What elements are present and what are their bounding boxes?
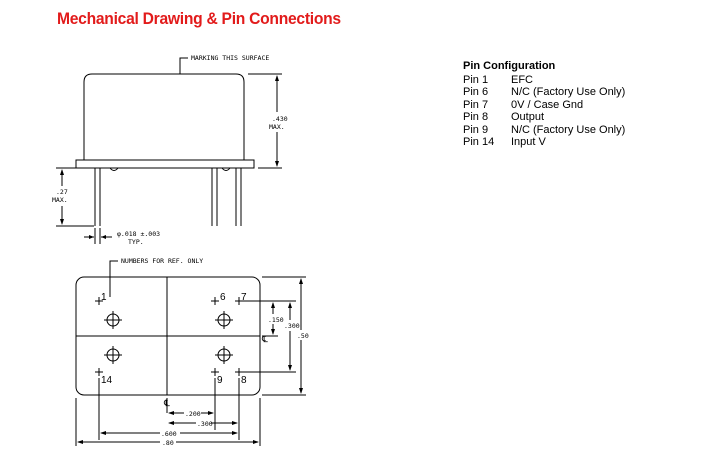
dim-50: .50 (297, 332, 309, 340)
dim-300-horizontal: .300 (197, 420, 213, 428)
ref-label: NUMBERS FOR REF. ONLY (121, 257, 203, 265)
pin-function: 0V / Case Gnd (511, 98, 584, 111)
pin-cross (95, 297, 103, 305)
pin-function: N/C (Factory Use Only) (511, 86, 626, 98)
centerline-symbol-bottom: ℄ (163, 398, 170, 408)
pin-cross (235, 297, 243, 305)
marking-label: MARKING THIS SURFACE (191, 54, 269, 62)
pin-name: Pin 1 (463, 73, 489, 86)
dim-200: .200 (185, 410, 201, 418)
pin-label-7: 7 (241, 292, 247, 303)
pin-diameter-suffix: TYP. (128, 238, 144, 246)
pin-diameter-value: φ.018 ±.003 (117, 230, 160, 238)
flange (75, 159, 255, 169)
dim-80: .80 (162, 439, 174, 447)
arrowhead (232, 431, 238, 435)
pin-cross (211, 368, 219, 376)
pin-cross (211, 297, 219, 305)
pin-row: Pin 8 Output (463, 111, 625, 124)
arrowhead (299, 278, 303, 284)
arrowhead (168, 411, 174, 415)
pin-label-9: 9 (217, 375, 223, 386)
pin-function: EFC (511, 73, 533, 86)
side-view (56, 57, 282, 244)
pin-row: Pin 7 0V / Case Gnd (463, 99, 625, 112)
arrowhead (77, 440, 83, 444)
lead-value: .27 (56, 188, 68, 196)
arrowhead (208, 411, 214, 415)
arrowhead (101, 235, 106, 239)
target-mark (215, 346, 233, 364)
height-value: .430 (272, 115, 288, 123)
arrowhead (100, 431, 106, 435)
target-mark (104, 346, 122, 364)
arrowhead (288, 365, 292, 371)
dim-150: .150 (268, 316, 284, 324)
arrowhead (299, 388, 303, 394)
pin-row: Pin 14 Input V (463, 136, 625, 149)
height-suffix: MAX. (269, 123, 285, 131)
centerline-symbol-right: ℄ (261, 334, 268, 344)
arrowhead (168, 421, 174, 425)
lead-suffix: MAX. (52, 196, 68, 204)
arrowhead (89, 235, 94, 239)
bottom-view (75, 260, 306, 446)
pin-name: Pin 14 (463, 136, 495, 148)
pin-cross (235, 368, 243, 376)
pin-label-6: 6 (220, 292, 226, 303)
pin-label-14: 14 (101, 375, 113, 386)
arrowhead (271, 302, 275, 308)
pin-configuration: Pin Configuration Pin 1 EFC Pin 6 N/C (Fac… (463, 60, 625, 149)
arrowhead (275, 161, 279, 167)
pin-row: Pin 6 N/C (Factory Use Only) (463, 86, 625, 99)
pin-configuration-heading: Pin Configuration (463, 60, 556, 72)
page-title: Mechanical Drawing & Pin Connections (57, 9, 341, 28)
ref-leader (109, 260, 118, 297)
arrowhead (60, 169, 64, 175)
pin-function: Output (511, 111, 545, 123)
arrowhead (271, 329, 275, 335)
arrowhead (253, 440, 259, 444)
dim-300-vertical: .300 (284, 322, 300, 330)
pin-function: Input V (511, 136, 546, 148)
standoff (109, 167, 119, 171)
pin-cross (95, 368, 103, 376)
pin-row: Pin 1 EFC (463, 74, 625, 87)
pin-label-1: 1 (101, 292, 107, 303)
pin-name: Pin 6 (463, 86, 489, 98)
target-mark (104, 311, 122, 329)
standoff (221, 167, 231, 171)
dim-600: .600 (161, 430, 177, 438)
pin-row: Pin 9 N/C (Factory Use Only) (463, 124, 625, 137)
arrowhead (275, 75, 279, 81)
arrowhead (288, 302, 292, 308)
marking-leader (179, 57, 188, 74)
arrowhead (60, 219, 64, 225)
pin-function: N/C (Factory Use Only) (511, 123, 626, 136)
pin-name: Pin 8 (463, 111, 489, 123)
target-mark (215, 311, 233, 329)
pin-label-8: 8 (241, 375, 247, 386)
pin-name: Pin 9 (463, 123, 489, 136)
pin-name: Pin 7 (463, 98, 489, 111)
can-body (83, 73, 245, 160)
arrowhead (232, 421, 238, 425)
